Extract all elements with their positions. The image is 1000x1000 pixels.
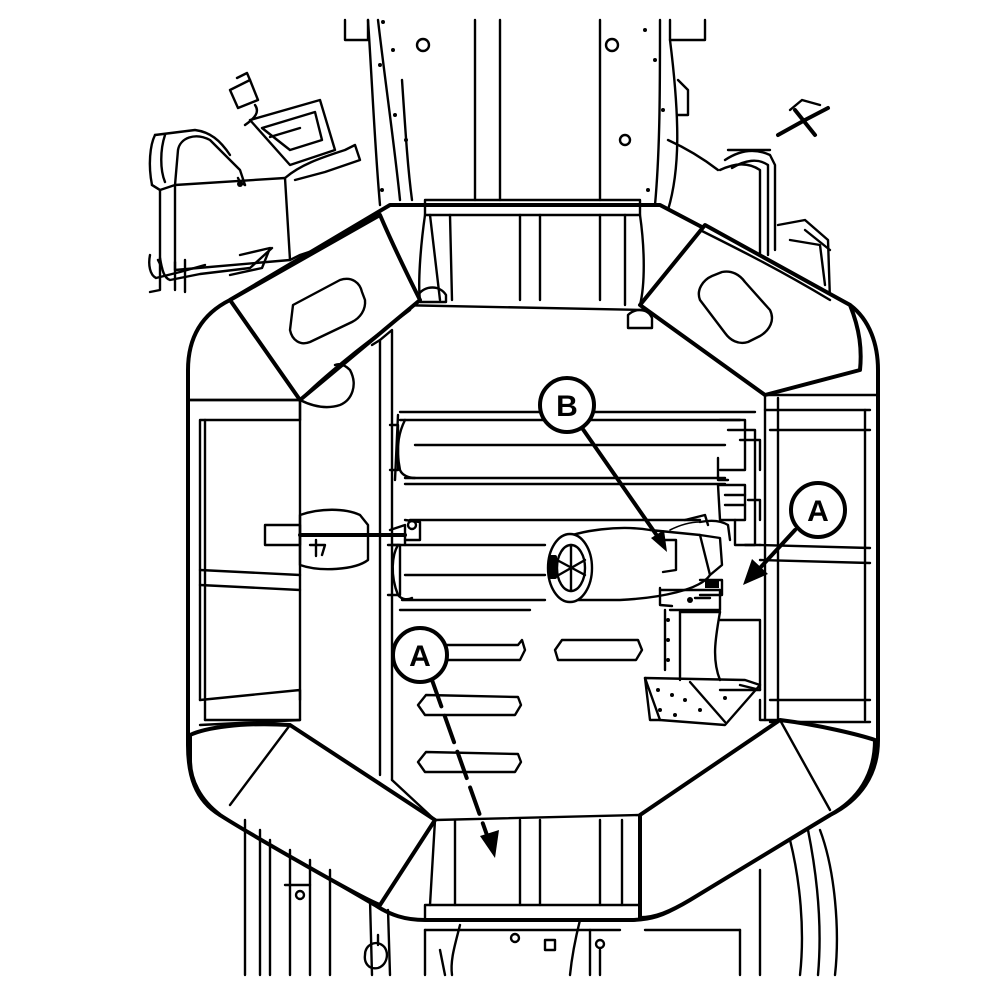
upper-frame-structure	[343, 18, 707, 212]
right-lower-bracket	[643, 608, 762, 727]
callout-a-right-circle	[789, 481, 847, 539]
callout-a-right: A	[743, 481, 847, 585]
callout-a-right-label: A	[807, 495, 829, 528]
callout-b-circle	[538, 376, 596, 434]
callout-a-left-circle	[391, 626, 449, 684]
transverse-tubes	[386, 410, 757, 612]
callout-b-label: B	[556, 390, 578, 423]
callout-b: B	[538, 376, 667, 552]
upper-left-bracket-assembly	[148, 71, 362, 294]
callout-a-left-label: A	[409, 640, 431, 673]
callout-a-left-leader	[430, 678, 490, 840]
octagonal-subframe	[186, 198, 880, 922]
callout-a-right-leader	[758, 528, 797, 570]
lower-structure	[243, 818, 839, 977]
callout-a-left: A	[391, 626, 499, 858]
right-mechanism-stack	[658, 418, 762, 612]
callout-a-left-arrowhead	[480, 830, 499, 858]
callout-b-arrowhead	[651, 530, 667, 552]
callout-a-right-arrowhead	[743, 559, 768, 585]
left-link-rod	[263, 508, 422, 571]
callout-b-leader	[578, 423, 662, 542]
